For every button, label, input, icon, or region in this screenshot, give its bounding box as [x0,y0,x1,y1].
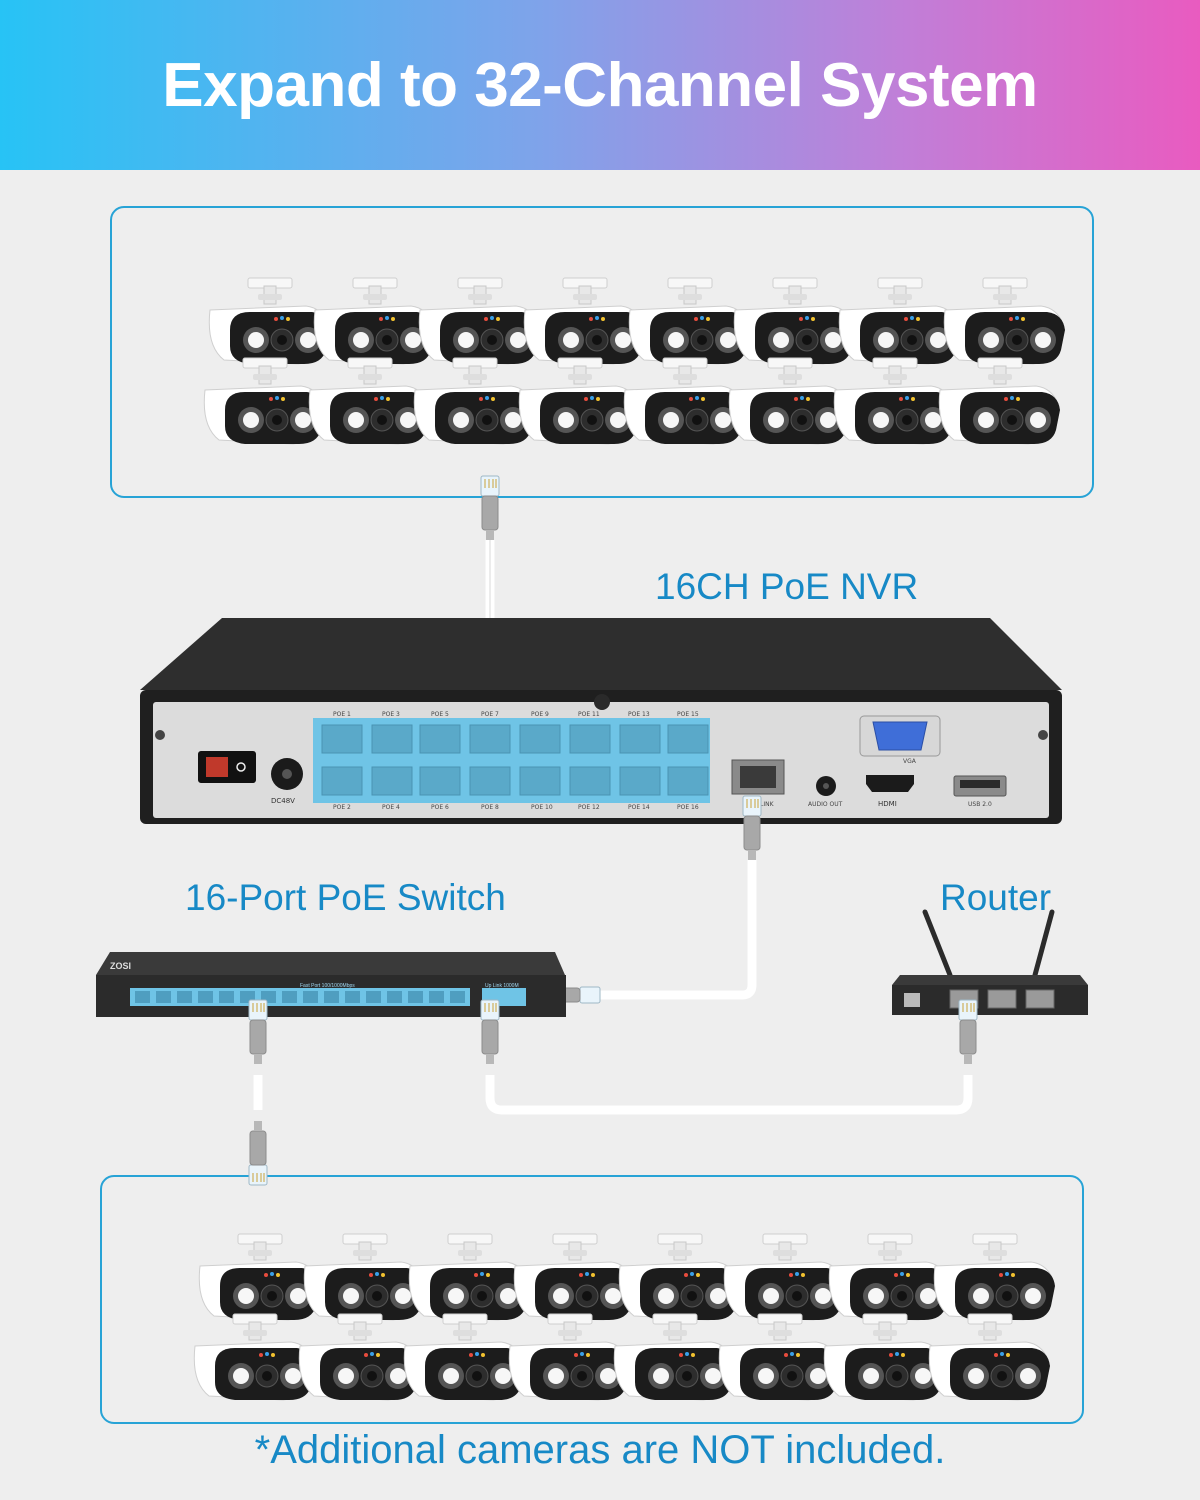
poe-port-label: POE 12 [578,804,600,811]
camera-icon [943,277,1066,365]
poe-port-label: POE 10 [531,804,553,811]
camera-icon [298,1313,421,1401]
camera-array-top [203,277,1066,445]
camera-icon [933,1233,1056,1321]
poe-port-label: POE 2 [333,804,351,811]
camera-icon [718,1313,841,1401]
router-label: Router [940,877,1052,918]
camera-icon [413,357,536,445]
usb-port-label: USB 2.0 [968,801,992,808]
vga-port-label: VGA [903,758,917,765]
camera-icon [193,1313,316,1401]
audio-out-icon [816,776,836,796]
poe-port-label: POE 7 [481,711,499,718]
cable-nvr-to-switch [549,795,762,1004]
switch-label: 16-Port PoE Switch [185,877,506,918]
camera-icon [313,277,436,365]
camera-icon [408,1233,531,1321]
poe-port-label: POE 9 [531,711,549,718]
camera-icon [728,357,851,445]
camera-icon [198,1233,321,1321]
hdmi-port-label: HDMI [878,800,897,808]
nvr-device: DC48V POE 1 POE 3 POE 5 POE 7 POE 9 POE … [140,618,1062,824]
rj45-connector-icon [248,1120,268,1186]
cable-switch-to-router [480,999,978,1115]
camera-icon [508,1313,631,1401]
camera-icon [523,277,646,365]
rj45-connector-icon [480,999,500,1065]
poe-port-label: POE 6 [431,804,449,811]
camera-icon [613,1313,736,1401]
poe-port-label: POE 8 [481,804,499,811]
poe-port-label: POE 16 [677,804,699,811]
switch-brand: ZOSI [110,961,131,971]
vga-port-icon [859,715,941,757]
page-title: Expand to 32-Channel System [162,50,1038,120]
poe-port-panel: POE 1 POE 3 POE 5 POE 7 POE 9 POE 11 POE… [313,711,710,811]
poe-port-label: POE 15 [677,711,699,718]
camera-icon [823,1313,946,1401]
title-banner: Expand to 32-Channel System [0,0,1200,170]
camera-icon [618,1233,741,1321]
camera-icon [623,357,746,445]
switch-header-label: Fast Port 100/1000Mbps [300,983,355,989]
poe-port-label: POE 13 [628,711,650,718]
camera-icon [208,277,331,365]
hdmi-port-icon [866,775,914,792]
poe-port-label: POE 11 [578,711,600,718]
camera-icon [628,277,751,365]
rj45-connector-icon [958,999,978,1065]
camera-array-bottom [193,1233,1056,1401]
lan-port-icon [731,759,785,795]
camera-icon [418,277,541,365]
power-label: DC48V [271,797,295,805]
camera-icon [203,357,326,445]
camera-icon [838,277,961,365]
camera-group-bottom [100,1175,1084,1424]
camera-icon [928,1313,1051,1401]
camera-icon [733,277,856,365]
dc-power-jack-icon [271,758,303,790]
camera-icon [403,1313,526,1401]
nvr-label: 16CH PoE NVR [655,566,919,607]
rj45-connector-icon [480,475,500,541]
camera-icon [723,1233,846,1321]
router-device [892,909,1088,1015]
poe-port-label: POE 3 [382,711,400,718]
poe-port-label: POE 14 [628,804,650,811]
poe-port-label: POE 4 [382,804,400,811]
camera-icon [828,1233,951,1321]
cable-switch-to-cameras [248,999,268,1186]
switch-uplink-label: Up Link 1000M [485,983,519,989]
rj45-connector-icon [248,999,268,1065]
camera-group-top [110,206,1094,498]
switch-port-panel [130,988,526,1006]
footnote: *Additional cameras are NOT included. [254,1428,946,1472]
poe-port-label: POE 1 [333,711,351,718]
power-switch-icon [198,751,256,783]
camera-icon [938,357,1061,445]
camera-icon [308,357,431,445]
audio-out-label: AUDIO OUT [808,801,843,808]
camera-icon [833,357,956,445]
camera-icon [303,1233,426,1321]
rj45-connector-icon [742,795,762,861]
lan-port-label: LINK [760,801,775,808]
camera-icon [513,1233,636,1321]
poe-port-label: POE 5 [431,711,449,718]
usb-port-icon [953,775,1007,797]
camera-icon [518,357,641,445]
